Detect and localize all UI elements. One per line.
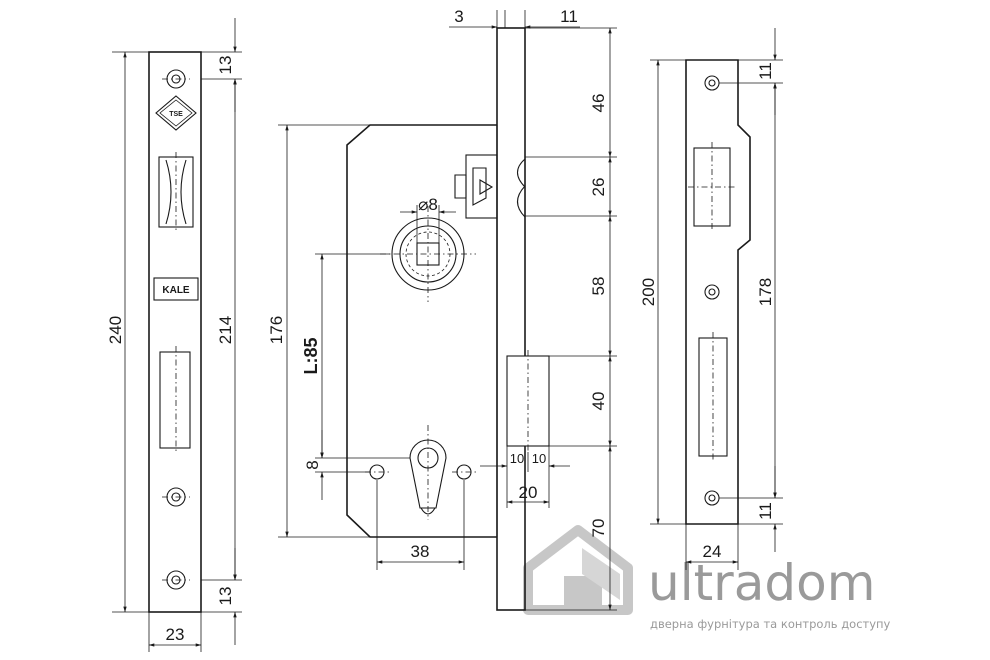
strike-screw-top	[704, 75, 720, 91]
dim-deadbolt-throw-b: 10	[532, 451, 546, 466]
dim-40: 40	[589, 392, 608, 411]
house-icon	[523, 525, 633, 615]
strike-plate-outline	[685, 59, 751, 525]
dim-backset: L:85	[301, 337, 321, 374]
latch-bolt	[454, 154, 526, 219]
strike-screw-bottom	[704, 490, 720, 506]
dim-strike-screw-pitch: 178	[756, 278, 775, 306]
strike-plate-view: 200 178 11 11 24	[639, 28, 783, 570]
svg-text:TSE: TSE	[169, 111, 183, 118]
dim-front-thickness: 11	[560, 7, 578, 26]
dim-deadbolt-throw-a: 10	[510, 451, 524, 466]
dim-faceplate-top-offset: 13	[216, 56, 235, 75]
dim-46: 46	[589, 94, 608, 113]
dim-26: 26	[589, 178, 608, 197]
dim-strike-top-offset: 11	[756, 62, 775, 80]
dim-strike-width: 24	[703, 542, 722, 561]
dim-deadbolt-width: 20	[519, 483, 538, 502]
dim-faceplate-bottom-offset: 13	[216, 587, 235, 606]
strike-screw-middle	[704, 284, 720, 300]
watermark-tagline: дверна фурнітура та контроль доступу	[650, 617, 891, 631]
dim-faceplate-screw-pitch: 214	[216, 316, 235, 344]
dim-cylinder-offset: 8	[303, 460, 322, 469]
watermark-brand: ultradom	[648, 554, 875, 612]
dim-58: 58	[589, 277, 608, 296]
tse-logo: TSE	[155, 95, 197, 131]
deadbolt-opening	[159, 351, 191, 449]
dim-faceplate-height: 240	[106, 316, 125, 344]
lock-case	[346, 124, 497, 538]
lock-body-view: ⌀8 3 11	[267, 7, 617, 611]
cylinder-cutout	[365, 425, 477, 520]
kale-mark: KALE	[153, 277, 199, 301]
dim-strike-bottom-offset: 11	[756, 502, 775, 520]
dim-lock-height: 176	[267, 316, 286, 344]
dim-strike-height: 200	[639, 278, 658, 306]
faceplate-view: TSE KALE 240 214	[106, 18, 242, 652]
lock-front-plate	[496, 27, 526, 611]
dim-plate-thickness: 3	[454, 7, 463, 26]
dim-70: 70	[589, 519, 608, 538]
dim-cylinder-screw-spacing: 38	[411, 542, 430, 561]
dim-faceplate-width: 23	[166, 625, 185, 644]
svg-text:KALE: KALE	[162, 285, 190, 296]
dim-follower-square: ⌀8	[418, 195, 438, 214]
follower-hub	[380, 206, 476, 302]
faceplate-outline	[148, 51, 202, 613]
